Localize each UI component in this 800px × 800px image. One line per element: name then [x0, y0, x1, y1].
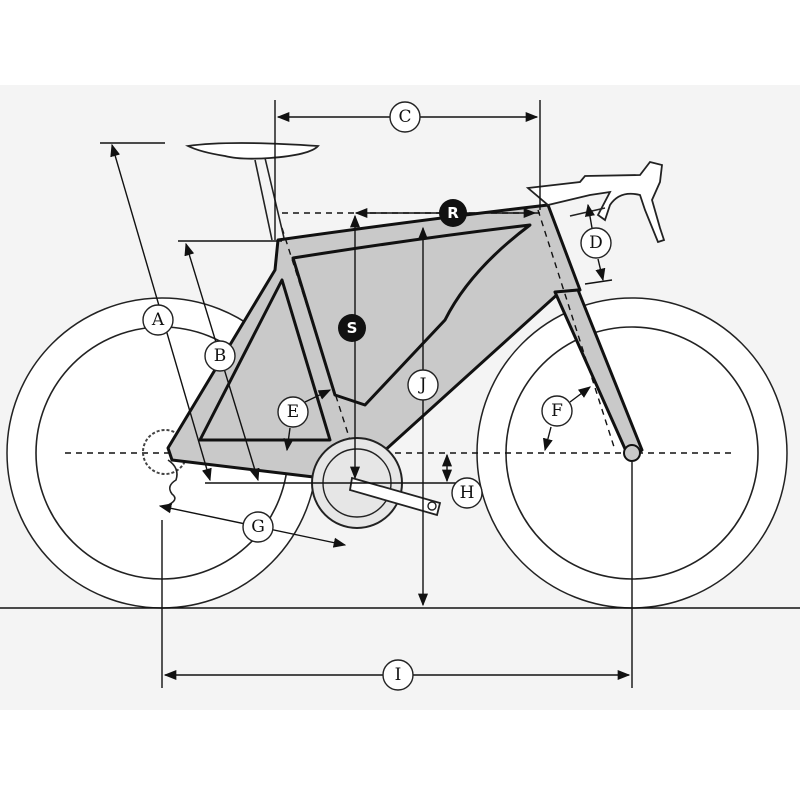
label-d: D — [580, 227, 612, 259]
label-r: R — [439, 199, 467, 227]
svg-text:I: I — [395, 665, 402, 685]
handlebar — [525, 160, 666, 244]
svg-text:R: R — [447, 204, 459, 222]
label-h: H — [451, 477, 483, 509]
saddle — [185, 142, 320, 160]
svg-text:S: S — [347, 319, 358, 337]
svg-text:D: D — [589, 233, 603, 253]
label-b: B — [204, 340, 236, 372]
svg-text:B: B — [214, 346, 227, 366]
svg-text:H: H — [460, 483, 475, 503]
label-c: C — [389, 101, 421, 133]
svg-text:C: C — [398, 107, 411, 127]
label-f: F — [541, 395, 573, 427]
svg-text:G: G — [251, 517, 265, 537]
label-e: E — [277, 396, 309, 428]
svg-text:A: A — [151, 310, 165, 330]
label-i: I — [382, 659, 414, 691]
label-g: G — [242, 511, 274, 543]
svg-text:F: F — [551, 401, 563, 421]
label-a: A — [142, 304, 174, 336]
label-j: J — [407, 369, 439, 401]
label-s: S — [338, 314, 366, 342]
svg-text:J: J — [418, 375, 427, 395]
svg-text:E: E — [287, 402, 299, 422]
